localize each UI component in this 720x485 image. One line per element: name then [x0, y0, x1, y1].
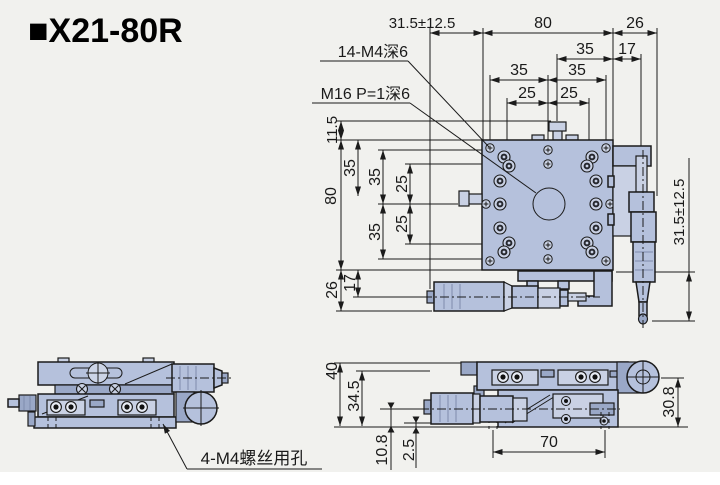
right-view-micrometer [420, 392, 620, 425]
leader-4m4: 4-M4螺丝用孔 [162, 423, 322, 470]
dim-40: 40 [324, 362, 341, 380]
label-14-m4: 14-M4深6 [338, 43, 408, 61]
side-clamp-screw-head [458, 190, 470, 207]
dim-top-rows: 31.5±12.5 80 26 35 17 35 35 25 25 [389, 15, 657, 106]
dim-35-row2: 35 [576, 41, 594, 58]
center-bore-m16 [532, 187, 566, 221]
vertical-micrometer [607, 145, 657, 328]
bottom-margin [0, 472, 720, 485]
leader-labels: 14-M4深6 M16 P=1深6 [312, 43, 537, 194]
side-view-right: 40 34.5 10.8 2.5 70 30.8 [324, 360, 688, 470]
dim-30-8: 30.8 [661, 386, 678, 417]
top-view: 31.5±12.5 80 26 35 17 35 35 25 25 11.5 3… [312, 15, 695, 328]
dim-travel-top: 31.5±12.5 [389, 15, 456, 32]
stage-plate [458, 121, 615, 271]
dim-25-left-a: 25 [394, 175, 411, 193]
dim-26-top: 26 [626, 15, 644, 32]
left-view-bottom-rail [33, 416, 177, 429]
dim-17-row2: 17 [618, 41, 636, 58]
page-title: ■X21-80R [28, 12, 183, 50]
dim-right-view: 40 34.5 10.8 2.5 70 30.8 [324, 362, 681, 470]
horizontal-micrometer [423, 270, 613, 312]
dim-35-row3-right: 35 [568, 62, 586, 79]
extension-lines [336, 28, 695, 322]
dim-26-left: 26 [324, 281, 341, 299]
dim-25-row4-left: 25 [518, 85, 536, 102]
dim-25-left-b: 25 [394, 215, 411, 233]
dim-11-5-left: 11.5 [324, 116, 341, 144]
dim-35-left-b: 35 [367, 168, 384, 186]
dim-80-top: 80 [534, 15, 552, 32]
dim-35-left-a: 35 [342, 159, 359, 177]
dim-10-8: 10.8 [374, 434, 391, 465]
dim-80-left: 80 [323, 187, 340, 205]
dim-2-5: 2.5 [401, 439, 418, 461]
dim-17-left: 17 [342, 274, 359, 292]
side-view-left: 4-M4螺丝用孔 [7, 357, 322, 470]
label-4-m4-base-holes: 4-M4螺丝用孔 [201, 449, 308, 468]
side-clamp-screw-shaft [467, 193, 483, 205]
dim-35-left-c: 35 [367, 223, 384, 241]
dim-travel-right: 31.5±12.5 [671, 179, 688, 246]
dim-35-row3-left: 35 [510, 62, 528, 79]
dim-34-5: 34.5 [346, 380, 363, 411]
dim-25-row4-right: 25 [560, 85, 578, 102]
dim-right-travel: 31.5±12.5 [671, 158, 692, 321]
dim-70: 70 [540, 434, 558, 451]
left-adjust-knob [18, 394, 37, 412]
dim-left-chains: 11.5 35 35 25 80 25 35 26 17 [323, 116, 413, 311]
top-clamp-screw-head [548, 121, 567, 132]
label-m16: M16 P=1深6 [321, 85, 410, 103]
